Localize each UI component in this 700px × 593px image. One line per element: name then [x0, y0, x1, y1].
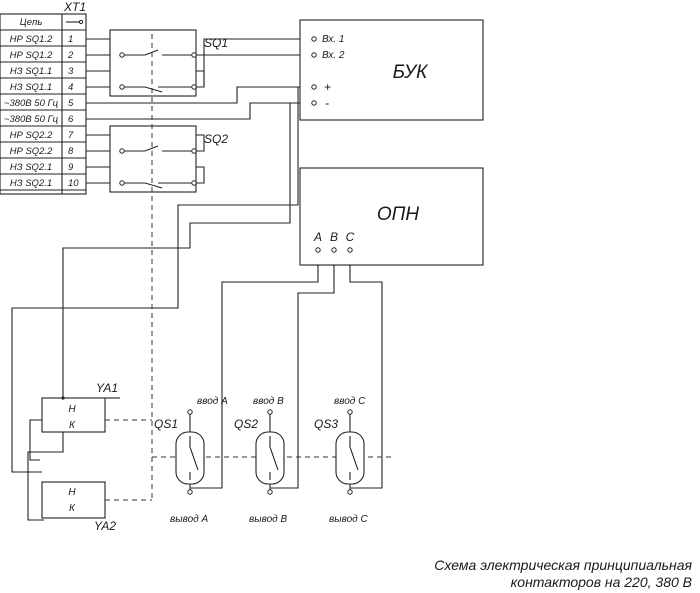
terminal-block-frame	[0, 13, 87, 195]
caption-line-2: контакторов на 220, 380 В	[510, 574, 692, 590]
contactor-qs1: ввод А вывод А QS1	[154, 396, 228, 525]
opn-phase-b: B	[330, 230, 338, 244]
terminal-row-label: НР SQ2.2	[10, 130, 53, 141]
switch-sq2-label: SQ2	[204, 132, 228, 146]
contactor-qs2-input: ввод В	[253, 396, 284, 407]
terminal-row-number: 5	[68, 98, 74, 109]
contactor-qs1-label: QS1	[154, 417, 178, 431]
solenoid-ya1-h: Н	[68, 404, 76, 415]
contactor-qs3-label: QS3	[314, 417, 338, 431]
solenoid-ya2: Н К YA2	[41, 481, 116, 533]
terminal-row-label: НР SQ1.2	[10, 34, 53, 45]
terminal-row-label: ~380В 50 Гц	[4, 114, 59, 125]
wiring	[11, 38, 383, 521]
terminal-row-number: 2	[67, 50, 74, 61]
buk-title: БУК	[393, 62, 429, 83]
buk-input-1: Вх. 1	[322, 34, 344, 45]
opn-title: ОПН	[377, 204, 420, 225]
caption-line-1: Схема электрическая принципиальная	[434, 557, 692, 573]
solenoid-ya2-h: Н	[68, 487, 76, 498]
solenoid-ya1-k: К	[69, 420, 76, 431]
terminal-block-title: XT1	[63, 0, 86, 14]
solenoid-ya2-label: YA2	[94, 519, 116, 533]
switch-sq1-label: SQ1	[204, 36, 228, 50]
contactor-qs2-output: вывод В	[249, 514, 287, 525]
terminal-header-symbol	[66, 19, 84, 25]
buk-input-2: Вх. 2	[322, 50, 345, 61]
contactor-qs1-output: вывод А	[170, 514, 208, 525]
opn-phase-a: A	[313, 230, 322, 244]
terminal-row-number: 9	[68, 162, 74, 173]
terminal-block-rows: НР SQ1.2 1 НР SQ1.2 2 НЗ SQ1.1 3 НЗ SQ1.1 4 ~380…	[0, 34, 86, 191]
opn-phase-c: C	[346, 230, 355, 244]
terminal-row-label: НР SQ2.2	[10, 146, 53, 157]
terminal-row-label: ~380В 50 Гц	[4, 98, 59, 109]
terminal-row-label: НР SQ1.2	[10, 50, 53, 61]
solenoid-ya2-k: К	[69, 503, 76, 514]
terminal-block-xt1: XT1 Цепь НР SQ1.2 1 НР SQ1.2 2 НЗ SQ1.1 3 НЗ S…	[0, 0, 87, 195]
terminal-row-number: 3	[68, 66, 74, 77]
opn-unit: ОПН A B C	[299, 167, 484, 266]
buk-minus: -	[325, 96, 329, 110]
solenoid-ya1: Н К YA1	[41, 381, 118, 433]
terminal-row-number: 4	[68, 82, 73, 93]
contactor-qs1-input: ввод А	[197, 396, 228, 407]
terminal-row-number: 7	[68, 130, 74, 141]
buk-unit: БУК Вх. 1 Вх. 2 + -	[299, 19, 484, 121]
terminal-row-number: 8	[68, 146, 74, 157]
switch-sq1: SQ1	[109, 29, 228, 97]
switch-sq2: SQ2	[109, 125, 228, 193]
contactor-qs3: ввод С вывод С QS3	[314, 396, 368, 525]
contactor-qs2-label: QS2	[234, 417, 258, 431]
terminal-row-number: 10	[68, 178, 79, 189]
buk-plus: +	[324, 80, 331, 94]
terminal-row-label: НЗ SQ2.1	[10, 178, 52, 189]
contactor-qs3-output: вывод С	[329, 514, 368, 525]
terminal-row-number: 6	[68, 114, 74, 125]
terminal-row-number: 1	[68, 34, 73, 45]
terminal-row-label: НЗ SQ1.1	[10, 66, 52, 77]
diagram-caption: Схема электрическая принципиальная конта…	[434, 557, 692, 591]
contactor-qs2: ввод В вывод В QS2	[234, 396, 287, 525]
terminal-row-label: НЗ SQ2.1	[10, 162, 52, 173]
solenoid-ya1-label: YA1	[96, 381, 118, 395]
contactor-qs3-input: ввод С	[334, 396, 366, 407]
terminal-row-label: НЗ SQ1.1	[10, 82, 52, 93]
terminal-block-header: Цепь	[20, 17, 43, 28]
